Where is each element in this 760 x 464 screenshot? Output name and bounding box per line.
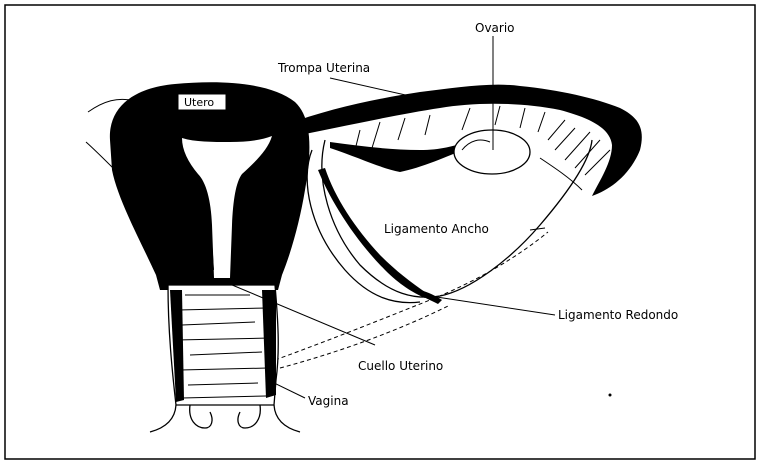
fimbriae — [548, 120, 610, 175]
cervix — [168, 285, 278, 405]
vagina-fold-left — [190, 405, 212, 428]
vagina-left — [150, 405, 176, 432]
pointer-redondo — [430, 296, 555, 315]
fimbria-edge — [540, 158, 582, 190]
utero-label: Utero — [184, 96, 214, 109]
ligamento-ancho-label: Ligamento Ancho — [384, 222, 489, 236]
broad-ligament-outline — [322, 140, 592, 297]
stray-dot — [609, 394, 612, 397]
ligamento-redondo-label: Ligamento Redondo — [558, 308, 678, 322]
diagram-border — [5, 5, 755, 459]
vagina-right — [274, 405, 300, 432]
vagina-label: Vagina — [308, 394, 349, 408]
ovario-label: Ovario — [475, 21, 515, 35]
pointer-trompa — [330, 78, 410, 96]
trompa-label: Trompa Uterina — [277, 61, 370, 75]
cuello-label: Cuello Uterino — [358, 359, 443, 373]
vagina-fold-right — [238, 405, 260, 428]
ovary — [454, 130, 530, 174]
ovarian-ligament — [330, 142, 466, 172]
